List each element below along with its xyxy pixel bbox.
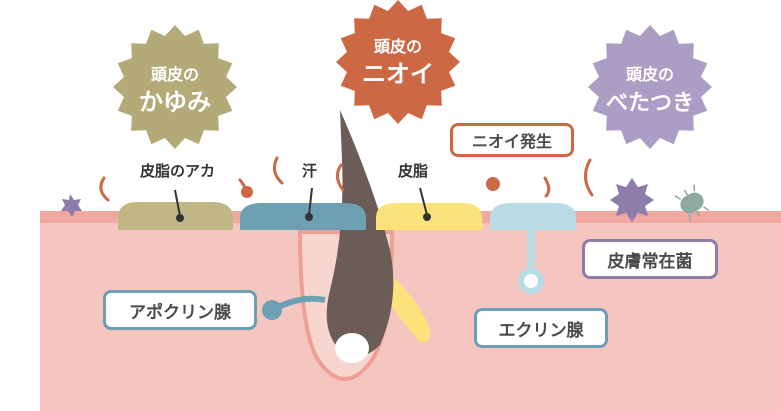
odor-burst: 頭皮の ニオイ [336,0,460,124]
bacteria-star-small [61,194,82,217]
sebum-label: 皮脂 [398,162,429,180]
bacteria-rod [674,184,710,222]
odor-burst-line1: 頭皮の [374,37,422,56]
odor-wave-1 [99,176,110,202]
odor-blob [486,177,500,191]
sticky-burst-line2: べたつき [606,91,694,116]
odor-burst-line2: ニオイ [362,60,434,88]
sweat-pointer [308,187,313,216]
sticky-burst-shape [588,25,712,149]
itch-burst-shape [113,25,237,149]
eccrine-gland-core [524,274,538,288]
sticky-burst: 頭皮の べたつき [588,25,712,149]
sebum-pointer-dot [423,213,431,221]
sweat-pointer-dot [305,213,313,221]
odor-wave-4 [336,163,345,192]
resident-bacteria-label: 皮膚常在菌 [582,239,718,279]
odor-wave-5 [543,176,551,198]
apocrine-gland-bulb [262,300,282,320]
sebum-pointer [419,187,428,216]
hair-shaft [326,110,394,357]
scalp-dirt-mound [118,202,233,230]
itch-burst-line2: かゆみ [139,88,211,116]
eccrine-pore-cap [490,203,576,230]
sweat-label: 汗 [302,162,318,180]
itch-burst: 頭皮の かゆみ [113,25,237,149]
bacteria-star-large [610,178,654,222]
apocrine-gland-label: アポクリン腺 [103,290,257,330]
sticky-burst-line1: 頭皮の [626,65,674,84]
odor-wave-2 [272,156,284,185]
odor-wave-6 [584,158,594,197]
odor-burst-shape [336,0,460,124]
hair-bulb-papilla [335,333,369,363]
scalp-dirt-label: 皮脂のアカ [140,162,216,180]
odor-generation-label: ニオイ発生 [450,123,574,157]
dirt-pointer-dot [176,214,184,222]
eccrine-duct [527,228,535,276]
odor-blob [241,186,253,198]
eccrine-gland-label: エクリン腺 [474,308,608,348]
itch-burst-line1: 頭皮の [151,65,199,84]
sweat-mound [240,203,366,230]
dirt-pointer [174,189,181,217]
